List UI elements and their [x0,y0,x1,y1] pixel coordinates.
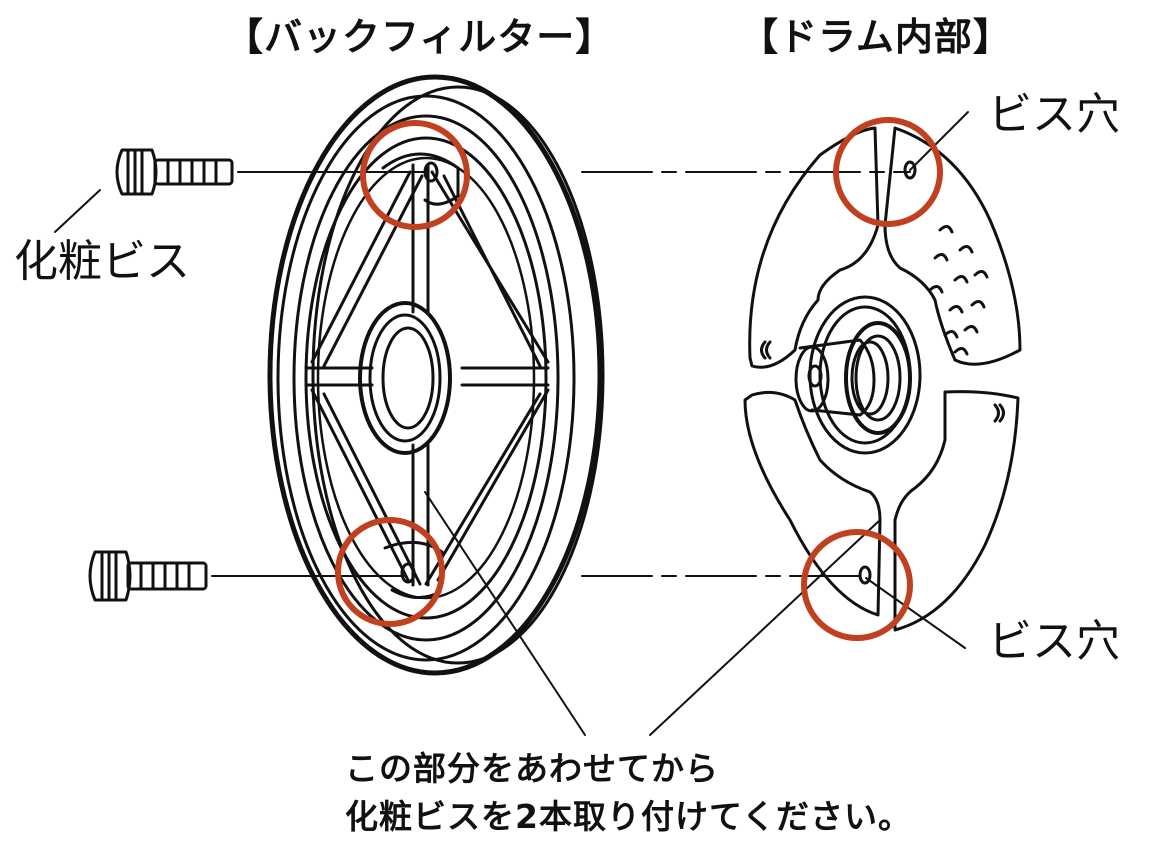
title-drum-inside: 【ドラム内部】 [740,15,1012,59]
leader-lines [54,111,969,736]
alignment-lines [211,171,911,577]
drum-inside [743,126,1022,632]
title-back-filter: 【バックフィルター】 [225,15,615,59]
label-hole-top: ビス穴 [988,89,1120,140]
label-hole-bottom: ビス穴 [988,616,1120,667]
screw-bottom [88,550,208,602]
instruction-line-2: 化粧ビスを2本取り付けてください。 [345,797,912,836]
highlight-circle-filter-top [360,120,470,230]
back-filter [267,74,605,676]
highlight-circle-filter-bottom [335,517,445,627]
highlight-circles [335,117,943,641]
highlight-circle-drum-top [833,117,943,227]
screw-top [115,148,234,196]
instruction-line-1: この部分をあわせてから [345,749,719,788]
highlight-circle-drum-bottom [801,529,913,641]
label-screw: 化粧ビス [14,236,190,287]
